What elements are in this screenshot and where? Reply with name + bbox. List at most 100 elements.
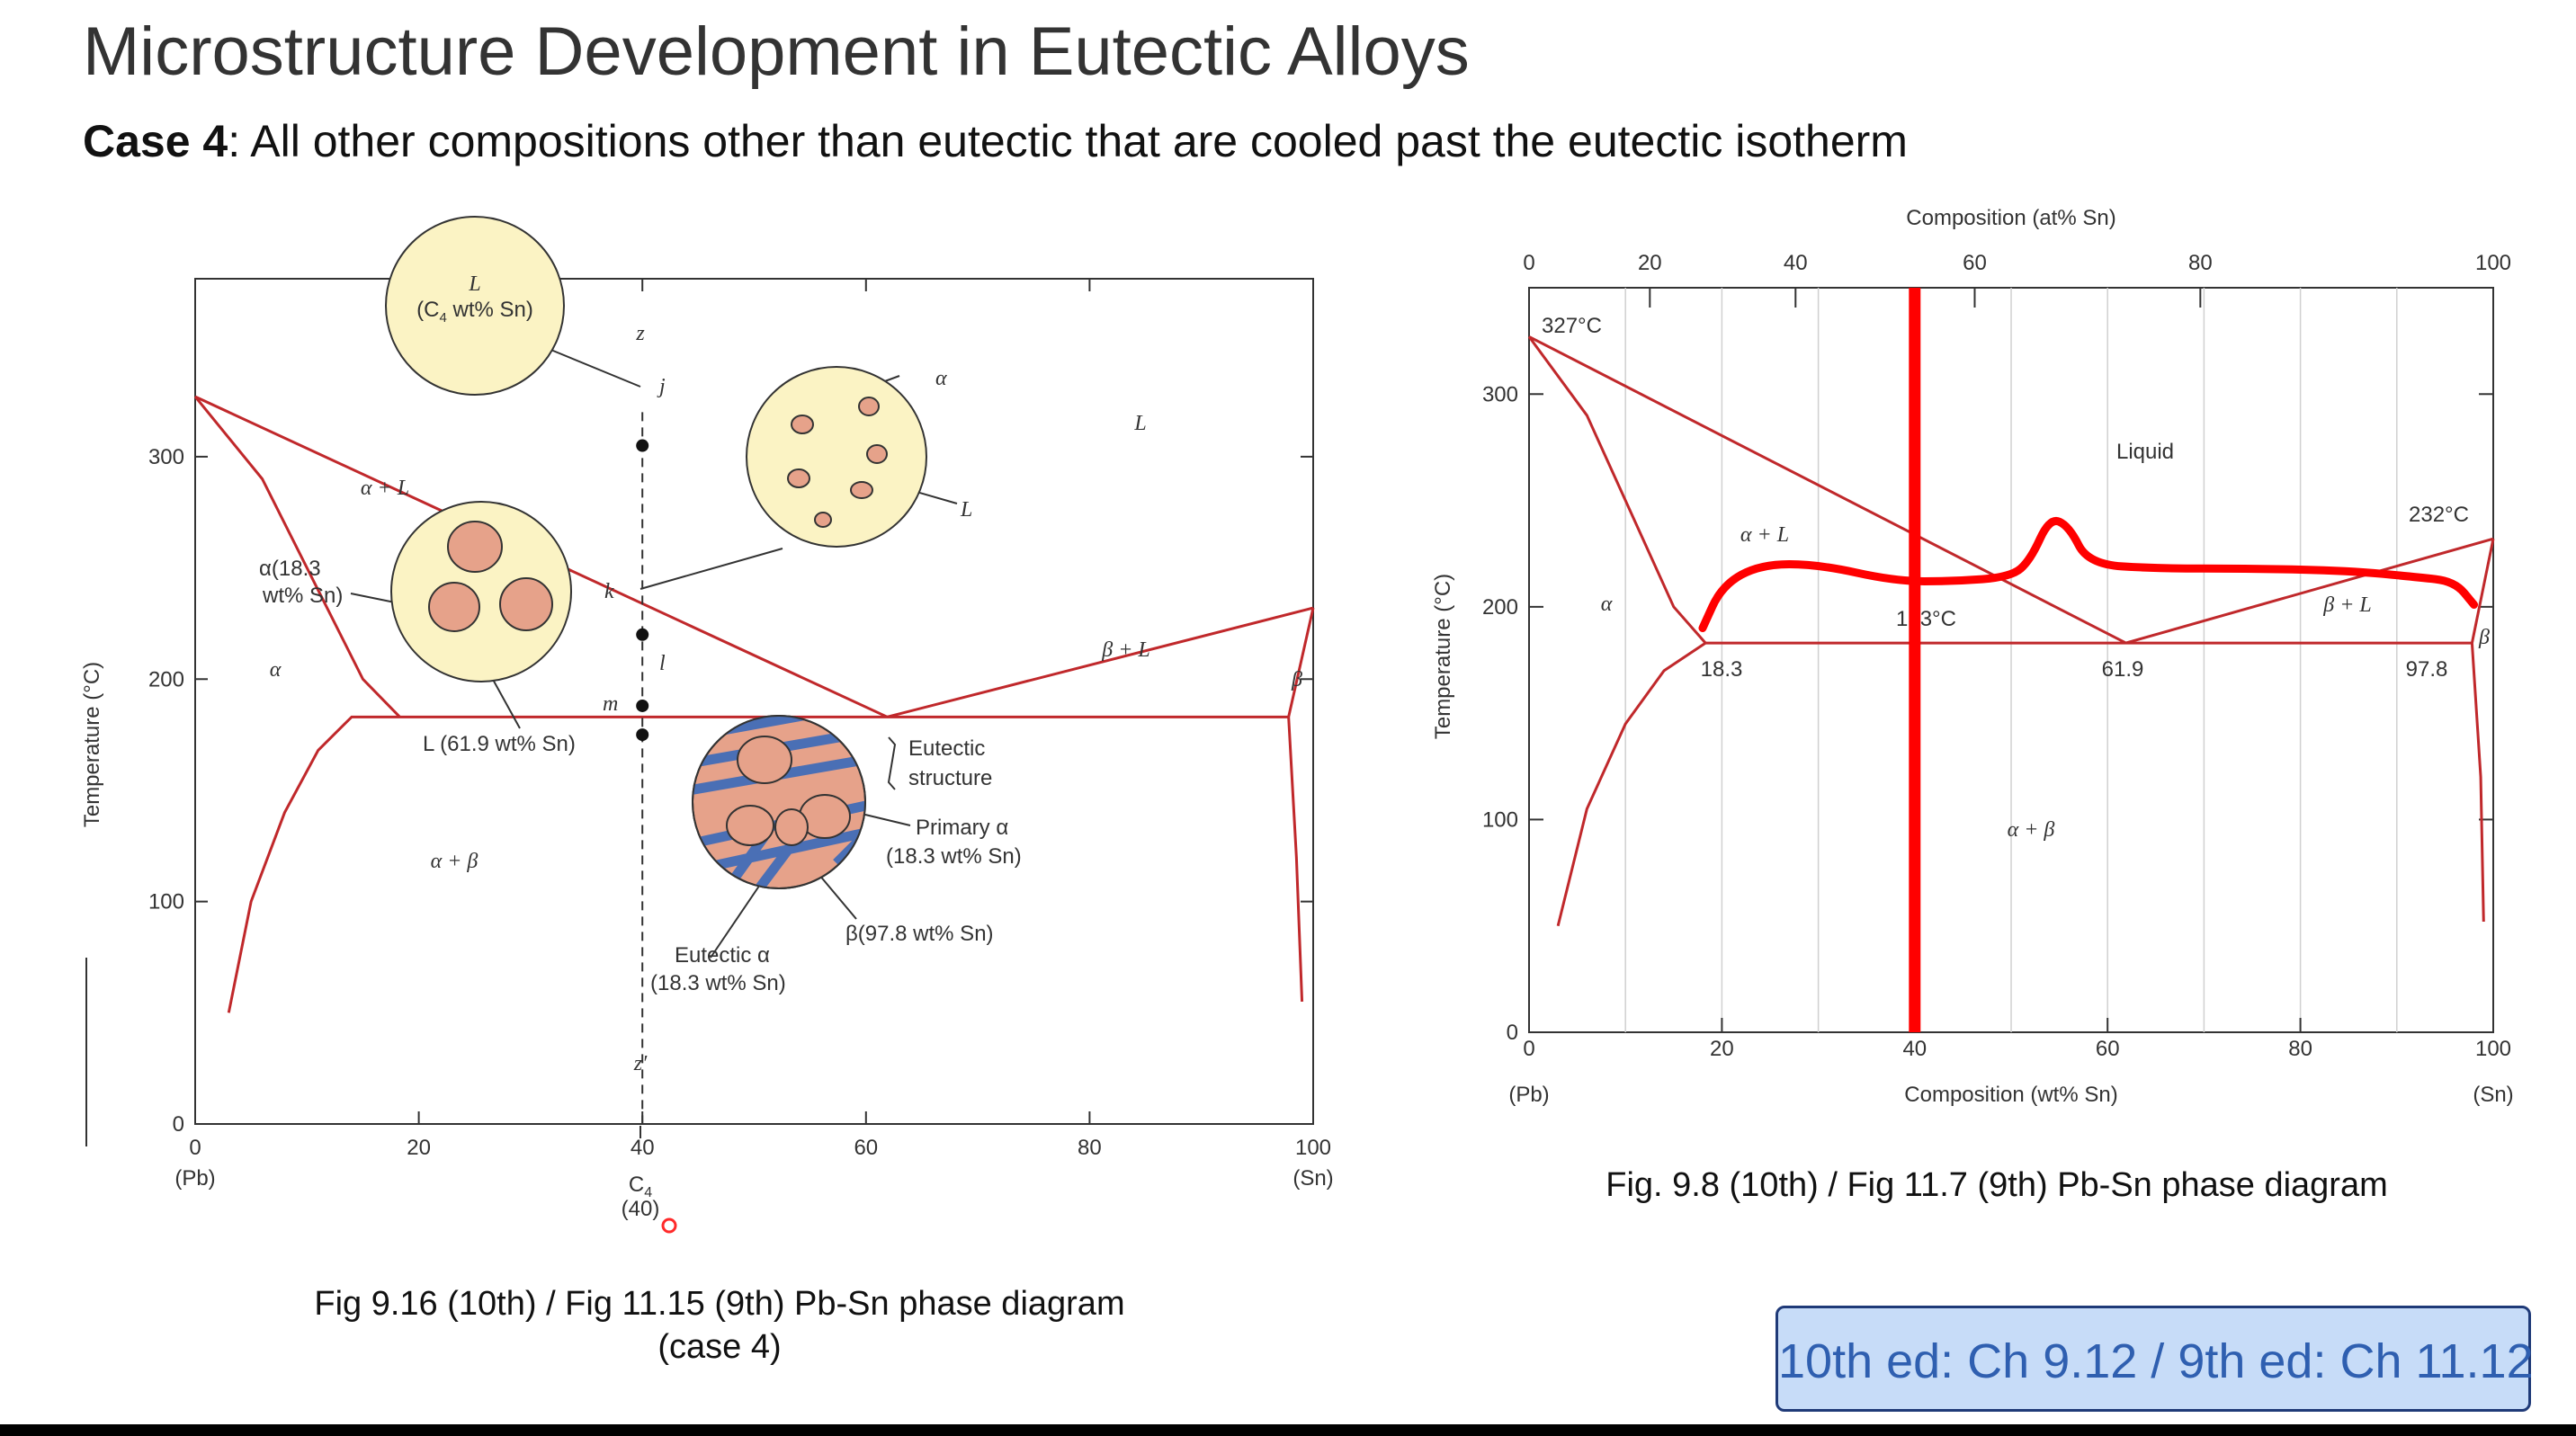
L619-label: L (61.9 wt% Sn) [423, 732, 576, 756]
red-annotations [1698, 288, 2479, 1032]
left-y-axis-label: Temperature (°C) [80, 662, 104, 827]
beta978-label: β(97.8 wt% Sn) [845, 922, 994, 946]
path-label-m: m [603, 692, 618, 716]
label-183: 183°C [1896, 607, 1956, 631]
left-y-tick-label-200: 200 [148, 667, 184, 691]
right-y-tick-label-300: 300 [1482, 382, 1518, 406]
right-top-tick-label-80: 80 [2188, 251, 2213, 275]
right-y-axis-label: Temperature (°C) [1431, 574, 1455, 739]
right-top-tick-label-100: 100 [2475, 251, 2511, 275]
right-line-alpha-solidus [1527, 335, 1707, 645]
left-y-tick-label-100: 100 [148, 890, 184, 914]
left-x-tick-label-80: 80 [1078, 1136, 1102, 1160]
alpha-grains-microstructure: α(18.3 wt% Sn) L (61.9 wt% Sn) [259, 501, 576, 756]
left-x-tick-label-60: 60 [854, 1136, 878, 1160]
path-label-l: l [659, 652, 666, 675]
alpha183-line1: α(18.3 [259, 557, 321, 581]
right-line-beta-solidus [2470, 538, 2495, 644]
right-top-tick-label-40: 40 [1784, 251, 1808, 275]
c4-value: (40) [622, 1197, 660, 1221]
chapter-reference-badge: 10th ed: Ch 9.12 / 9th ed: Ch 11.12 [1775, 1306, 2534, 1412]
right-phase-lines [1527, 335, 2495, 927]
left-caption-line2: (case 4) [657, 1328, 781, 1366]
alpha-grains-circle [390, 501, 572, 682]
path-label-k: k [604, 580, 614, 603]
c4-label: C4 [629, 1173, 652, 1200]
label-97-8: 97.8 [2406, 657, 2448, 682]
right-y-tick-label-100: 100 [1482, 807, 1518, 832]
eutectic-alpha-label-1: Eutectic α [675, 943, 770, 968]
label-liquid: Liquid [2116, 440, 2174, 464]
badge-text: 10th ed: Ch 9.12 / 9th ed: Ch 11.12 [1778, 1334, 2534, 1388]
region-L: L [1133, 412, 1146, 435]
right-x-tick-label-100: 100 [2475, 1037, 2511, 1061]
left-x-tick-label-40: 40 [631, 1136, 655, 1160]
primary-alpha-label-1: Primary α [916, 816, 1008, 840]
eutectic-structure-label-2: structure [908, 766, 992, 790]
primary-alpha-label-2: (18.3 wt% Sn) [886, 844, 1022, 869]
label-alpha-L: α + L [1740, 523, 1789, 547]
right-line-beta-solvus [2470, 642, 2485, 923]
left-line-beta-solvus [1287, 717, 1304, 1003]
left-line-beta-solidus [1287, 607, 1315, 718]
left-y-tick-label-0: 0 [173, 1112, 184, 1137]
left-plot-frame [194, 278, 1314, 1125]
right-bottom-axis-label: Composition (wt% Sn) [1904, 1083, 2117, 1107]
right-y-tick-label-0: 0 [1507, 1021, 1518, 1045]
path-point-k [636, 628, 649, 641]
left-y-tick-label-300: 300 [148, 445, 184, 469]
region-alpha: α [270, 658, 282, 682]
right-x-tick-label-40: 40 [1902, 1037, 1927, 1061]
alpha-L-microstructure: α L [746, 366, 972, 548]
left-y-ticks: 0 100 200 300 [148, 445, 1313, 1137]
left-x-end-sn: (Sn) [1292, 1166, 1333, 1191]
left-x-tick-label-0: 0 [189, 1136, 201, 1160]
right-top-axis-label: Composition (at% Sn) [1906, 206, 2115, 230]
alpha-pointer-label: α [935, 367, 947, 390]
label-327: 327°C [1542, 314, 1602, 338]
liquid-comp-sub: 4 [439, 310, 446, 326]
left-x-end-pb: (Pb) [174, 1166, 215, 1191]
region-alpha-beta: α + β [431, 850, 479, 873]
path-point-l [636, 699, 649, 712]
alphaL-particles [787, 397, 888, 528]
alpha-grains [428, 521, 553, 632]
right-x-tick-label-0: 0 [1523, 1037, 1534, 1061]
c4-label-letter: C [629, 1173, 644, 1197]
eutectic-structure-label-1: Eutectic [908, 736, 985, 761]
left-cooling-path [636, 412, 649, 1124]
c4-label-sub: 4 [644, 1185, 652, 1200]
left-line-alpha-solvus [227, 715, 400, 1013]
right-x-tick-label-60: 60 [2096, 1037, 2120, 1061]
region-beta: β [1291, 668, 1302, 691]
right-line-liquidus-right [2125, 537, 2494, 645]
label-alpha: α [1601, 593, 1613, 616]
label-61-9: 61.9 [2102, 657, 2144, 682]
left-line-liquidus-right [887, 606, 1314, 718]
eutectic-microstructure: Eutectic structure Primary α (18.3 wt% S… [650, 715, 1022, 995]
bottom-bar [0, 1424, 2576, 1436]
right-top-tick-label-20: 20 [1638, 251, 1662, 275]
label-232: 232°C [2409, 503, 2469, 527]
alphaL-circle [746, 366, 927, 548]
liquid-composition: (C4 wt% Sn) [416, 298, 533, 326]
primary-alpha-grains [726, 736, 851, 846]
left-x-tick-label-100: 100 [1295, 1136, 1331, 1160]
path-label-zprime: z′ [633, 1052, 648, 1075]
slide-subtitle: Case 4: All other compositions other tha… [83, 115, 1908, 167]
path-label-z: z [635, 322, 645, 345]
liquid-comp-open: (C [416, 298, 439, 322]
right-x-end-sn: (Sn) [2473, 1083, 2513, 1107]
path-point-m [636, 728, 649, 742]
label-18-3: 18.3 [1701, 657, 1743, 682]
cursor-marker-icon [661, 1217, 677, 1234]
path-label-j: j [657, 375, 666, 398]
eutectic-circle-outline [692, 715, 866, 889]
liquid-comp-rest: wt% Sn) [447, 298, 533, 322]
